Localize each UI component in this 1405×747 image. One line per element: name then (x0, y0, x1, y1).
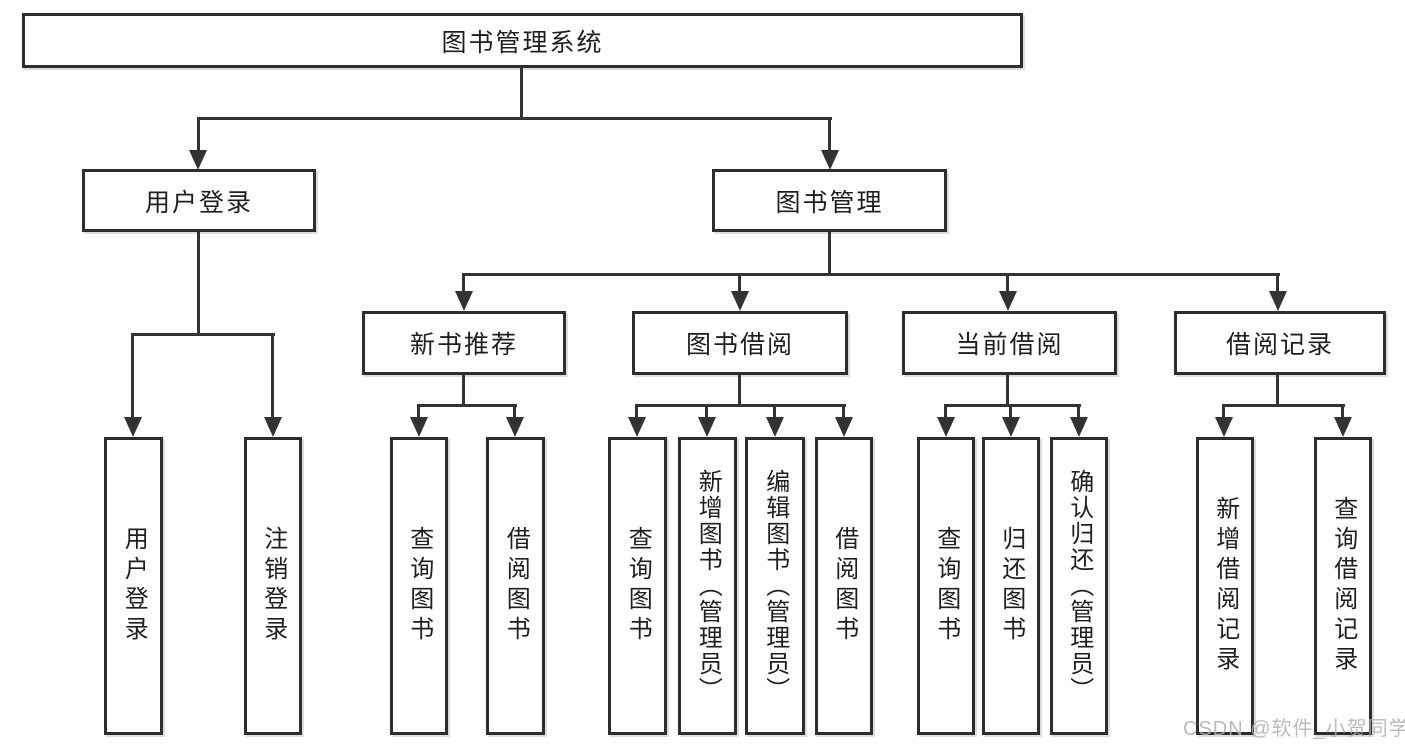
node-label: 图书借阅 (685, 331, 794, 359)
leaf-label: 新增借阅记录 (1211, 496, 1239, 676)
leaf-borrow-query-book: 查询图书 (608, 437, 667, 735)
leaf-label: 借阅图书 (502, 526, 530, 646)
connector-bar (1222, 404, 1345, 407)
leaf-confirm-return-admin: 确认归还（管理员） (1050, 437, 1108, 735)
leaf-label: 注销登录 (259, 526, 287, 646)
arrow-down-icon (1002, 417, 1020, 437)
connector-drop (1077, 404, 1080, 420)
connector-drop-user-login (197, 117, 200, 152)
connector-bar (944, 404, 1081, 407)
connector-drop (705, 404, 708, 420)
arrow-down-icon (821, 150, 839, 170)
leaf-label: 编辑图书（管理员） (761, 469, 789, 703)
leaf-current-query-book: 查询图书 (917, 437, 975, 735)
connector-drop (1006, 273, 1009, 293)
node-label: 新书推荐 (409, 331, 518, 359)
leaf-logout-login: 注销登录 (244, 437, 302, 735)
connector-drop (1341, 404, 1344, 420)
leaf-borrow-book: 借阅图书 (815, 437, 873, 735)
connector-drop (271, 333, 274, 419)
arrow-down-icon (999, 291, 1017, 311)
connector-user-login-bar (131, 333, 275, 336)
arrow-down-icon (628, 417, 646, 437)
connector-drop (131, 333, 134, 419)
leaf-label: 归还图书 (997, 526, 1025, 646)
connector-drop (842, 404, 845, 420)
connector-bar (417, 404, 517, 407)
connector-drop (417, 404, 420, 420)
leaf-recommend-query-book: 查询图书 (390, 437, 448, 735)
connector-drop (773, 404, 776, 420)
leaf-label: 确认归还（管理员） (1065, 469, 1093, 703)
node-label: 图书管理 (775, 188, 884, 217)
connector-bar (635, 404, 846, 407)
leaf-user-login: 用户登录 (104, 437, 163, 735)
leaf-edit-book-admin: 编辑图书（管理员） (745, 437, 805, 735)
leaf-return-book: 归还图书 (982, 437, 1040, 735)
connector-user-login-stem (197, 232, 200, 336)
leaf-label: 查询借阅记录 (1329, 496, 1357, 676)
node-new-book-recommend: 新书推荐 (362, 311, 566, 375)
node-label: 当前借阅 (955, 331, 1064, 359)
connector-stem (738, 374, 741, 407)
node-current-borrow: 当前借阅 (902, 311, 1117, 375)
arrow-down-icon (455, 291, 473, 311)
node-book-borrow: 图书借阅 (632, 311, 848, 375)
connector-l2-bar (197, 117, 832, 120)
arrow-down-icon (410, 417, 428, 437)
arrow-down-icon (264, 417, 282, 437)
arrow-down-icon (124, 417, 142, 437)
connector-drop-book-mgmt (828, 117, 831, 152)
connector-stem (462, 374, 465, 407)
node-label: 借阅记录 (1225, 331, 1334, 359)
arrow-down-icon (698, 417, 716, 437)
connector-drop (462, 273, 465, 293)
arrow-down-icon (1334, 417, 1352, 437)
connector-drop (944, 404, 947, 420)
node-label: 用户登录 (144, 188, 253, 217)
connector-root-stem (520, 68, 523, 119)
connector-drop (1009, 404, 1012, 420)
leaf-query-borrow-record: 查询借阅记录 (1314, 437, 1372, 735)
leaf-label: 查询图书 (405, 526, 433, 646)
leaf-label: 查询图书 (624, 526, 652, 646)
leaf-add-borrow-record: 新增借阅记录 (1196, 437, 1254, 735)
arrow-down-icon (937, 417, 955, 437)
arrow-down-icon (1215, 417, 1233, 437)
node-borrow-record: 借阅记录 (1174, 311, 1386, 375)
leaf-label: 查询图书 (932, 526, 960, 646)
node-user-login: 用户登录 (82, 169, 316, 232)
connector-drop (1276, 273, 1279, 293)
node-label: 图书管理系统 (441, 28, 604, 57)
arrow-down-icon (766, 417, 784, 437)
connector-drop (738, 273, 741, 293)
csdn-watermark: CSDN @软件_小贺同学 (1183, 718, 1405, 740)
arrow-down-icon (506, 417, 524, 437)
connector-l3-bar (462, 273, 1280, 276)
connector-drop (513, 404, 516, 420)
arrow-down-icon (1269, 291, 1287, 311)
node-library-system: 图书管理系统 (22, 13, 1023, 68)
leaf-add-book-admin: 新增图书（管理员） (678, 437, 737, 735)
node-book-management: 图书管理 (712, 169, 947, 232)
connector-drop (635, 404, 638, 420)
connector-stem (1276, 374, 1279, 407)
arrow-down-icon (189, 150, 207, 170)
leaf-label: 用户登录 (120, 526, 148, 646)
leaf-label: 新增图书（管理员） (694, 469, 722, 703)
connector-stem (1006, 374, 1009, 407)
connector-drop (1222, 404, 1225, 420)
connector-book-mgmt-stem (828, 231, 831, 276)
arrow-down-icon (835, 417, 853, 437)
leaf-label: 借阅图书 (830, 526, 858, 646)
leaf-recommend-borrow-book: 借阅图书 (486, 437, 545, 735)
arrow-down-icon (1070, 417, 1088, 437)
arrow-down-icon (731, 291, 749, 311)
